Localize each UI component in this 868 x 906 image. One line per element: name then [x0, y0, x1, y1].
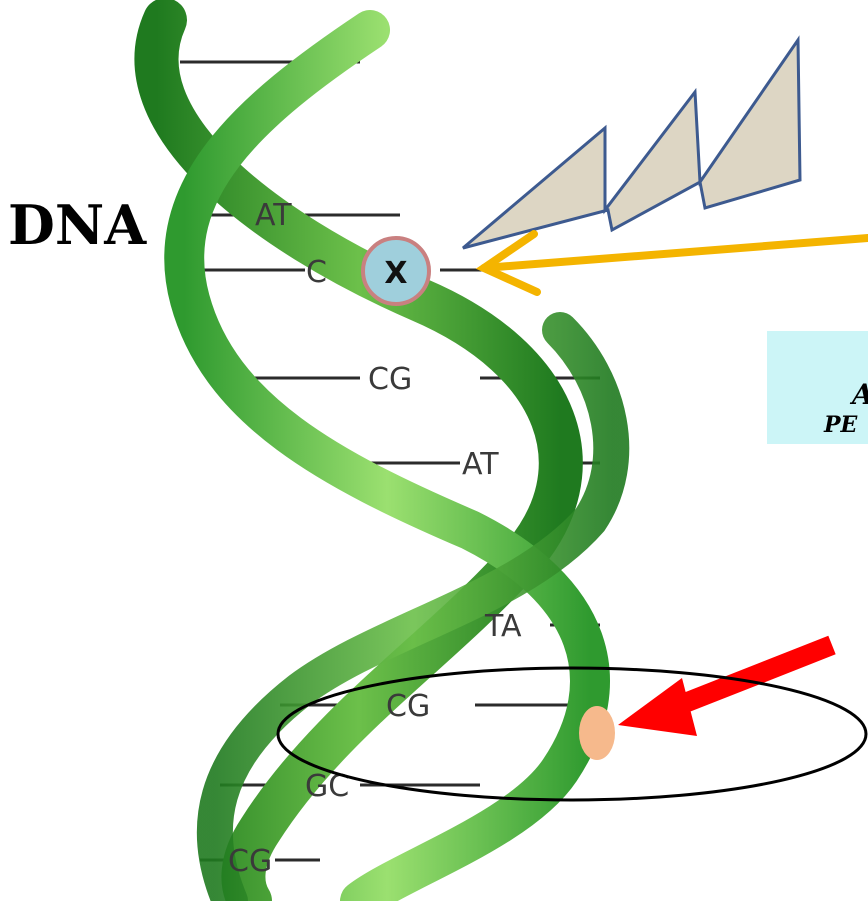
- highlight-ellipse: [276, 666, 868, 802]
- damaged-base-marker: X: [361, 236, 431, 306]
- marker-circle: [361, 236, 431, 306]
- marker-label: X: [384, 256, 407, 291]
- helix-strand-back: [134, 0, 583, 906]
- info-box-line2: PE: [823, 412, 859, 438]
- base-pair-label: TA: [484, 609, 522, 644]
- helix-strand-front: [164, 10, 610, 906]
- base-pair-label: CG: [228, 844, 272, 879]
- base-pair-label: CG: [386, 689, 430, 724]
- lesion-dot: [579, 706, 615, 760]
- dna-title: DNA: [8, 193, 147, 257]
- lightning-bolt-icon: [462, 35, 802, 250]
- info-box: [767, 331, 868, 444]
- red-arrow-icon: [618, 635, 836, 736]
- base-pair-label: AT: [462, 447, 499, 482]
- base-pair-label: AT: [255, 198, 292, 233]
- base-pair-label: C: [306, 255, 327, 290]
- helix-strands: [134, 0, 630, 906]
- base-pair-label: CG: [368, 362, 412, 397]
- info-box-line1: A: [849, 378, 868, 411]
- helix-strand-lower: [196, 312, 630, 906]
- yellow-arrow-icon: [475, 230, 868, 296]
